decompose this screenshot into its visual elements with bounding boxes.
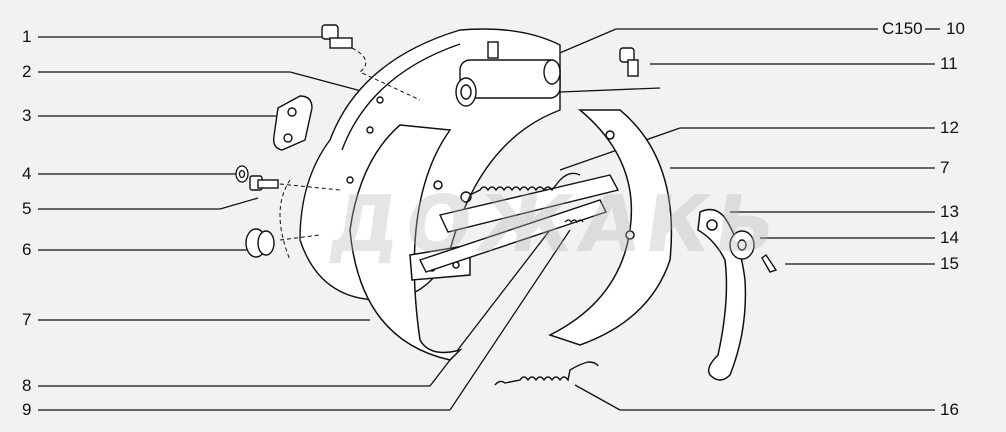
- callout-11: 11: [940, 54, 958, 73]
- callout-7-right: 7: [940, 158, 950, 177]
- watermark-text: ДОЖАКЬ: [323, 180, 788, 270]
- callout-9: 9: [22, 400, 32, 419]
- callout-8: 8: [22, 376, 32, 395]
- callout-13: 13: [940, 202, 959, 221]
- callout-1: 1: [22, 27, 32, 46]
- callout-16: 16: [940, 400, 959, 419]
- callout-4: 4: [22, 164, 32, 183]
- callout-10: 10: [946, 19, 965, 38]
- callout-6: 6: [22, 240, 32, 259]
- callout-12: 12: [940, 118, 959, 137]
- callout-7-left: 7: [22, 310, 32, 329]
- code-label: C150: [882, 19, 923, 38]
- callout-2: 2: [22, 62, 32, 81]
- callout-14: 14: [940, 228, 959, 247]
- callout-3: 3: [22, 106, 32, 125]
- callout-5: 5: [22, 199, 32, 218]
- callout-15: 15: [940, 254, 959, 273]
